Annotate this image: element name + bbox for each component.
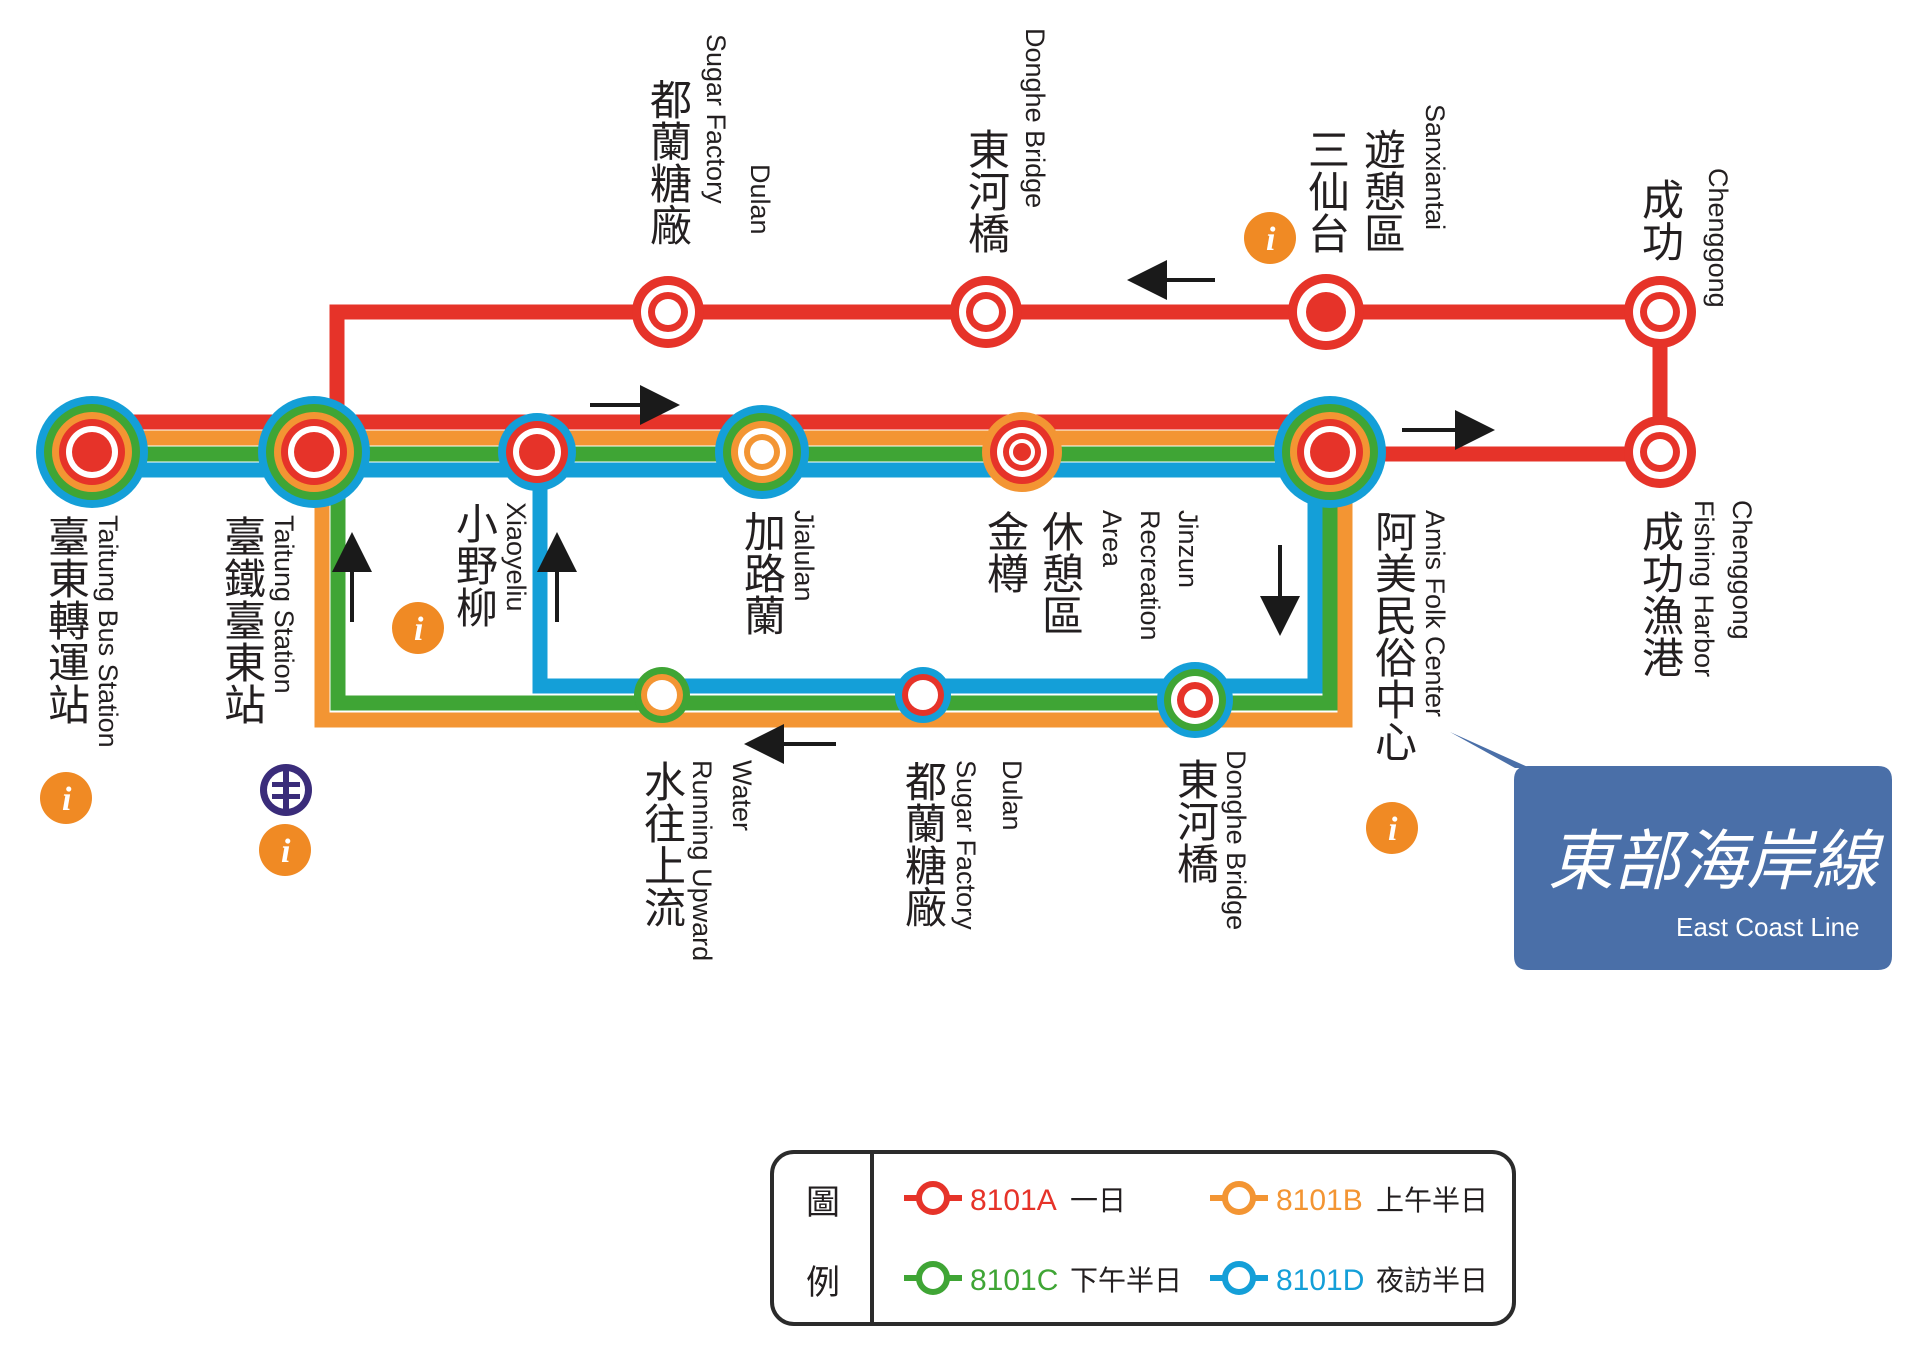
- svg-text:i: i: [1388, 811, 1398, 848]
- label-chenggong-en: Chenggong: [1703, 168, 1733, 308]
- station-xiaoyeliu[interactable]: [498, 413, 576, 491]
- label-sanxiantai-en: Sanxiantai: [1420, 104, 1450, 230]
- legend-code-d: 8101D: [1276, 1264, 1364, 1297]
- label-jialulan-en: Jialulan: [789, 510, 819, 602]
- label-jinzun-zh: 金樽: [981, 510, 1030, 594]
- label-chenggong-harbor-en2: Fishing Harbor: [1689, 500, 1719, 677]
- railway-icon: [260, 764, 312, 816]
- station-taitung-rail[interactable]: [258, 396, 370, 508]
- label-amis-en: Amis Folk Center: [1420, 510, 1450, 717]
- label-xiaoyeliu-zh: 小野柳: [450, 502, 499, 628]
- label-water-zh: 水往上流: [638, 760, 687, 928]
- label-jinzun-zh2: 休憩區: [1036, 510, 1085, 636]
- label-water-en2: Running Upward: [687, 760, 717, 961]
- label-dulan-top-en1: Sugar Factory: [701, 34, 731, 204]
- legend-label-c: 下午半日: [1070, 1264, 1182, 1297]
- badge-callout: [1450, 732, 1530, 768]
- legend: 圖 例 8101A 一日 8101B 上午半日 8101C 下午半日 8101D: [770, 1150, 1516, 1326]
- legend-code-c: 8101C: [970, 1264, 1058, 1297]
- station-dulan-bottom[interactable]: [895, 667, 951, 723]
- badge-title: 東部海岸線: [1548, 823, 1885, 900]
- station-chenggong-harbor[interactable]: [1624, 416, 1696, 488]
- label-jinzun-en1: Jinzun: [1173, 510, 1203, 588]
- legend-item-c: 8101C 下午半日: [904, 1261, 1182, 1297]
- badge-shape: [1514, 766, 1892, 970]
- svg-text:i: i: [1266, 221, 1276, 258]
- station-labels: 臺東轉運站 Taitung Bus Station 臺鐵臺東站 Taitung …: [42, 28, 1758, 961]
- legend-item-a: 8101A 一日: [904, 1181, 1126, 1217]
- label-donghe-bottom-zh: 東河橋: [1171, 758, 1220, 884]
- station-donghe-top[interactable]: [950, 276, 1022, 348]
- station-donghe-bottom[interactable]: [1157, 662, 1233, 738]
- legend-item-d: 8101D 夜訪半日: [1210, 1261, 1488, 1297]
- info-icon: i: [1244, 212, 1296, 264]
- station-jinzun[interactable]: [982, 412, 1062, 492]
- label-dulan-top-en2: Dulan: [745, 164, 775, 235]
- legend-heading-1: 圖: [806, 1183, 840, 1223]
- info-icons: i i i i i: [40, 212, 1418, 876]
- station-taitung-bus[interactable]: [36, 396, 148, 508]
- legend-item-b: 8101B 上午半日: [1210, 1181, 1488, 1217]
- station-sanxiantai[interactable]: [1288, 274, 1364, 350]
- label-donghe-top-en: Donghe Bridge: [1020, 28, 1050, 208]
- info-icon: i: [1366, 802, 1418, 854]
- legend-label-d: 夜訪半日: [1376, 1264, 1488, 1297]
- label-dulan-top-zh: 都蘭糖廠: [644, 78, 693, 246]
- legend-code-a: 8101A: [970, 1184, 1057, 1217]
- svg-text:i: i: [62, 781, 72, 818]
- label-chenggong-zh: 成功: [1636, 178, 1685, 262]
- legend-label-b: 上午半日: [1376, 1184, 1488, 1217]
- station-dulan-top[interactable]: [632, 276, 704, 348]
- label-jialulan-zh: 加路蘭: [738, 510, 787, 636]
- label-dulan-bottom-en1: Dulan: [997, 760, 1027, 831]
- legend-heading-2: 例: [806, 1263, 840, 1303]
- line-badge: 東部海岸線 East Coast Line: [1450, 732, 1892, 970]
- label-taitung-rail-zh: 臺鐵臺東站: [218, 515, 267, 725]
- label-jinzun-en2: Recreation: [1135, 510, 1165, 641]
- stations: [36, 274, 1696, 738]
- info-icon: i: [40, 772, 92, 824]
- label-sanxiantai-zh1: 三仙台: [1302, 128, 1351, 254]
- info-icon: i: [259, 824, 311, 876]
- direction-arrows: [332, 260, 1495, 764]
- label-xiaoyeliu-en: Xiaoyeliu: [501, 502, 531, 612]
- info-icon: i: [392, 602, 444, 654]
- label-amis-zh: 阿美民俗中心: [1369, 510, 1418, 762]
- station-amis[interactable]: [1274, 396, 1386, 508]
- label-taitung-bus-en: Taitung Bus Station: [93, 515, 123, 748]
- legend-frame: [770, 1150, 1516, 1326]
- label-donghe-bottom-en: Donghe Bridge: [1221, 750, 1251, 930]
- label-jinzun-en3: Area: [1097, 510, 1127, 568]
- label-sanxiantai-zh2: 遊憩區: [1358, 128, 1407, 254]
- station-jialulan[interactable]: [715, 405, 809, 499]
- label-taitung-rail-en: Taitung Station: [269, 515, 299, 694]
- label-donghe-top-zh: 東河橋: [962, 128, 1011, 254]
- badge-subtitle: East Coast Line: [1676, 912, 1860, 942]
- label-chenggong-harbor-en1: Chenggong: [1727, 500, 1757, 640]
- label-dulan-bottom-en2: Sugar Factory: [951, 760, 981, 930]
- legend-code-b: 8101B: [1276, 1184, 1363, 1217]
- label-dulan-bottom-zh: 都蘭糖廠: [899, 760, 948, 928]
- label-taitung-bus-zh: 臺東轉運站: [42, 515, 91, 725]
- label-chenggong-harbor-zh: 成功漁港: [1636, 510, 1685, 678]
- svg-text:i: i: [414, 611, 424, 648]
- legend-label-a: 一日: [1070, 1184, 1126, 1217]
- svg-text:i: i: [281, 833, 291, 870]
- station-water[interactable]: [634, 667, 690, 723]
- label-water-en1: Water: [727, 760, 757, 831]
- station-chenggong[interactable]: [1624, 276, 1696, 348]
